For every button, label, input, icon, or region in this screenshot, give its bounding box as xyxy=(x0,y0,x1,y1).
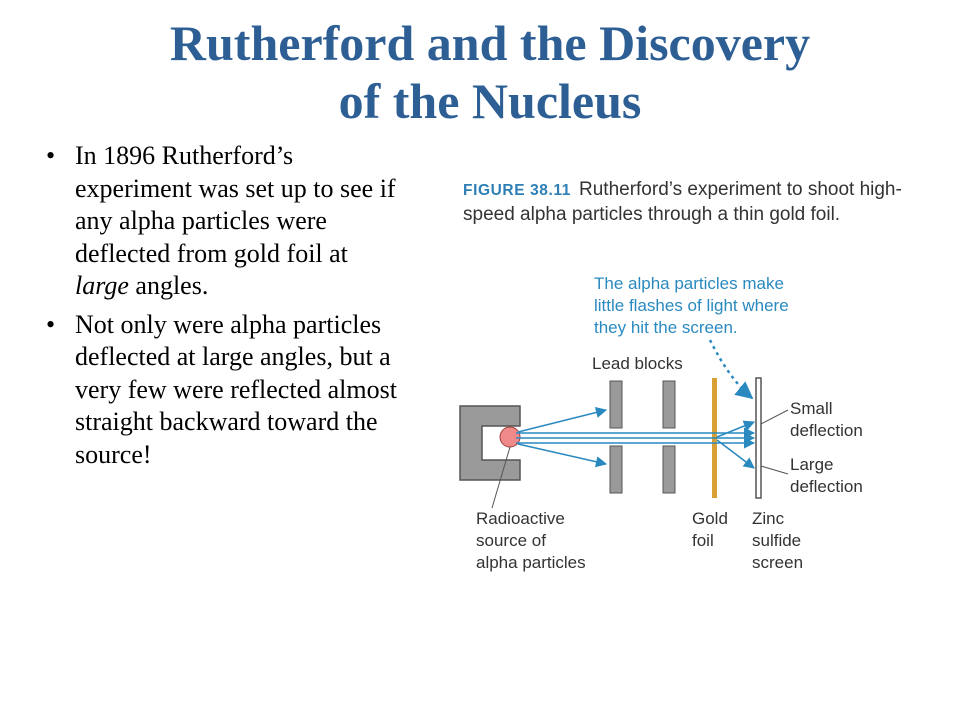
label-line: source of xyxy=(476,531,546,550)
alpha-beam xyxy=(516,427,756,449)
label-line: sulfide xyxy=(752,531,801,550)
bullet-dot: • xyxy=(46,141,56,170)
small-deflection-pointer xyxy=(760,409,789,425)
label-line: alpha particles xyxy=(476,553,586,572)
small-deflection-label: Small deflection xyxy=(790,399,863,440)
small-deflection-ray xyxy=(716,420,756,438)
flash-note-line: The alpha particles make xyxy=(594,274,784,293)
bullet-dot: • xyxy=(46,309,56,339)
figure-number: FIGURE 38.11 xyxy=(463,182,571,199)
bullet-list: • In 1896 Rutherford’s experiment was se… xyxy=(42,140,402,475)
bullet-item: • In 1896 Rutherford’s experiment was se… xyxy=(42,140,402,303)
lead-block xyxy=(609,380,623,429)
label-line: deflection xyxy=(790,477,863,496)
blocked-ray xyxy=(517,407,608,433)
flash-pointer-arrow xyxy=(708,339,754,400)
label-line: Zinc xyxy=(752,509,785,528)
label-line: Radioactive xyxy=(476,509,565,528)
rutherford-diagram: The alpha particles make little flashes … xyxy=(459,274,863,572)
flash-note: The alpha particles make little flashes … xyxy=(594,274,793,337)
zinc-sulfide-screen xyxy=(755,377,762,499)
lead-block xyxy=(662,380,676,429)
label-line: foil xyxy=(692,531,714,550)
title-line-2: of the Nucleus xyxy=(338,73,642,129)
bullet-emphasis: large xyxy=(75,271,129,300)
gold-foil-label: Gold foil xyxy=(692,509,733,550)
zinc-screen-label: Zinc sulfide screen xyxy=(752,509,806,572)
label-line: Large xyxy=(790,455,833,474)
blocked-ray xyxy=(517,443,608,468)
lead-block xyxy=(662,445,676,494)
large-deflection-label: Large deflection xyxy=(790,455,863,496)
label-line: screen xyxy=(752,553,803,572)
slide-title: Rutherford and the Discovery of the Nucl… xyxy=(60,14,920,130)
source-label: Radioactive source of alpha particles xyxy=(476,509,586,572)
bullet-item: • Not only were alpha particles deflecte… xyxy=(42,309,402,472)
source-pointer xyxy=(491,446,511,509)
label-line: Gold xyxy=(692,509,728,528)
bullet-text-after: angles. xyxy=(128,271,209,300)
figure-caption-text: Rutherford’s experiment to shoot high-sp… xyxy=(463,179,902,225)
large-deflection-ray xyxy=(716,439,755,469)
label-line: Small xyxy=(790,399,833,418)
lead-blocks-label: Lead blocks xyxy=(592,354,683,373)
bullet-text-before: In 1896 Rutherford’s experiment was set … xyxy=(75,141,396,268)
title-line-1: Rutherford and the Discovery xyxy=(169,15,811,71)
flash-note-line: little flashes of light where xyxy=(594,296,789,315)
source-housing xyxy=(459,405,521,481)
large-deflection-pointer xyxy=(760,465,789,475)
label-line: deflection xyxy=(790,421,863,440)
lead-block xyxy=(609,445,623,494)
flash-note-line: they hit the screen. xyxy=(594,318,738,337)
radioactive-source xyxy=(499,426,521,448)
bullet-text: Not only were alpha particles deflected … xyxy=(75,309,397,469)
